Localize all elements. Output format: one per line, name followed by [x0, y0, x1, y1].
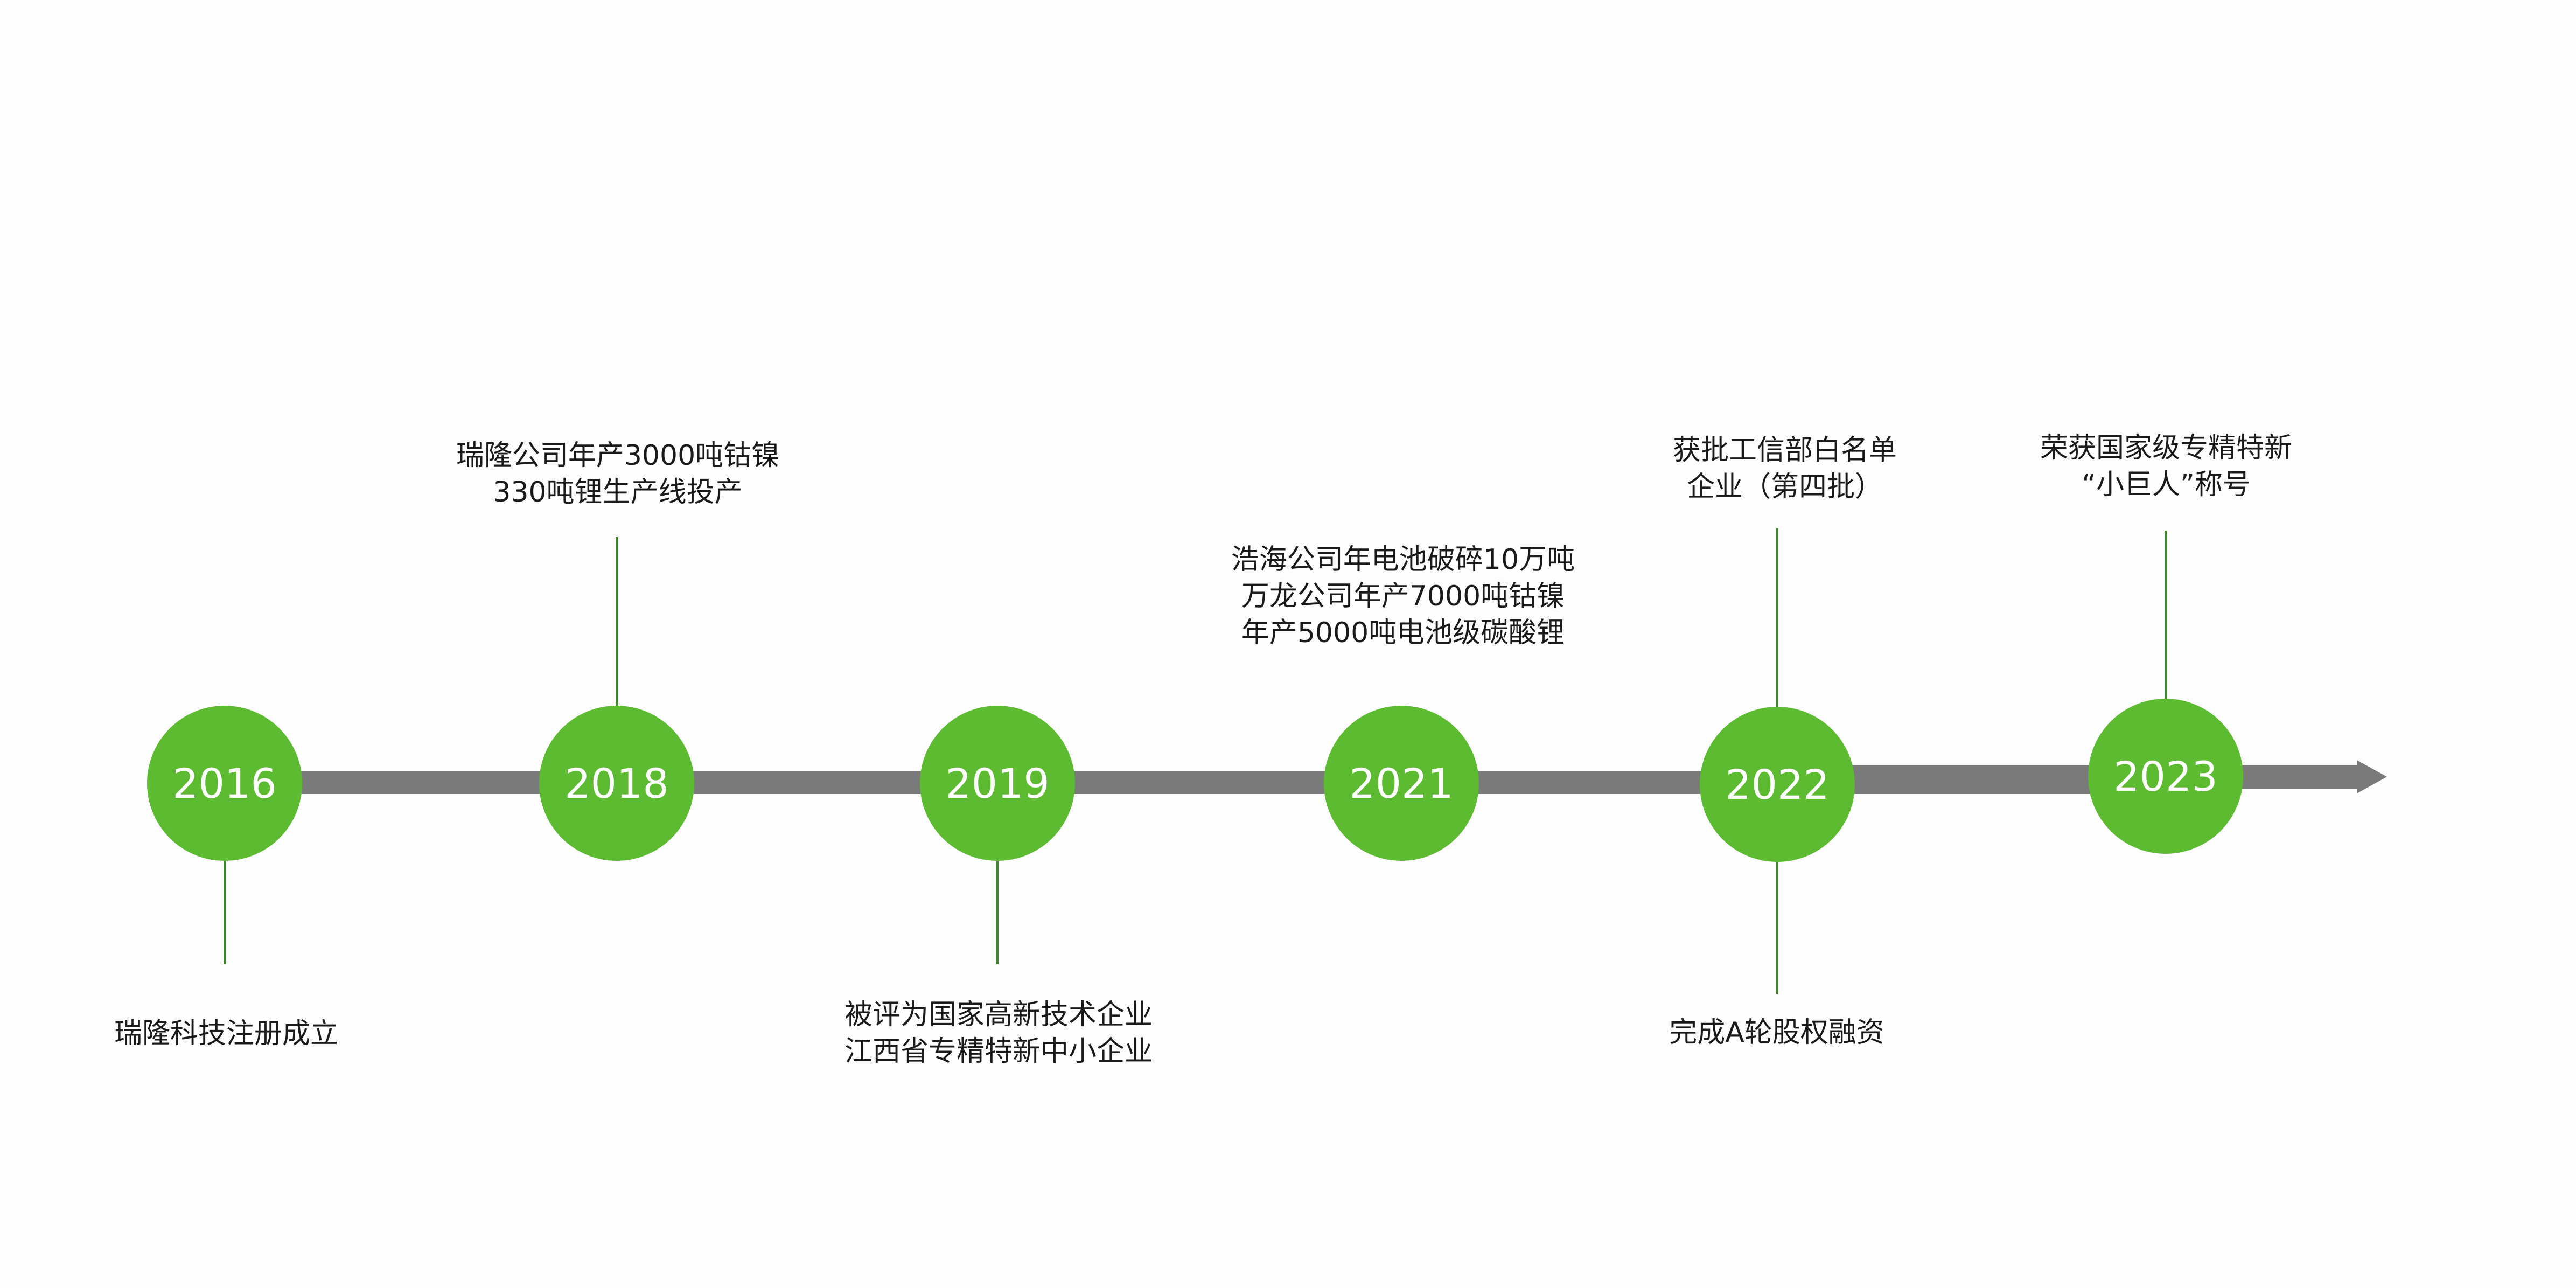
milestone-line: 万龙公司年产7000吨钴镍 [1241, 580, 1565, 612]
year-label-2018: 2018 [564, 759, 669, 807]
stem-2022-above [1776, 528, 1778, 707]
milestone-text-2021: 浩海公司年电池破碎10万吨 万龙公司年产7000吨钴镍 年产5000吨电池级碳酸… [1188, 541, 1618, 651]
year-label-2022: 2022 [1725, 760, 1830, 809]
stem-2016 [224, 857, 226, 964]
stem-2019 [996, 857, 999, 964]
year-node-2021: 2021 [1324, 706, 1479, 861]
milestone-line: 企业（第四批） [1686, 471, 1883, 503]
milestone-text-2022-above: 获批工信部白名单 企业（第四批） [1569, 432, 2000, 505]
year-label-2021: 2021 [1349, 759, 1454, 807]
milestone-line: 330吨锂生产线投产 [493, 476, 743, 509]
milestone-line: 瑞隆公司年产3000吨钴镍 [456, 440, 780, 472]
milestone-line: 瑞隆科技注册成立 [114, 1018, 338, 1050]
milestone-text-2019: 被评为国家高新技术企业 江西省专精特新中小企业 [783, 997, 1214, 1070]
milestone-line: 年产5000吨电池级碳酸锂 [1241, 617, 1565, 649]
year-node-2023: 2023 [2088, 699, 2243, 854]
milestone-line: 获批工信部白名单 [1672, 434, 1897, 467]
milestone-text-2022-below: 完成A轮股权融资 [1561, 1014, 1992, 1051]
arrow-head-icon [2357, 760, 2387, 793]
milestone-line: 江西省专精特新中小企业 [844, 1035, 1153, 1068]
milestone-line: 荣获国家级专精特新 [2040, 432, 2292, 464]
stem-2022-below [1776, 857, 1778, 994]
year-label-2016: 2016 [172, 759, 277, 807]
year-node-2019: 2019 [920, 706, 1075, 861]
year-node-2016: 2016 [147, 706, 302, 861]
year-label-2023: 2023 [2113, 752, 2218, 800]
milestone-line: 完成A轮股权融资 [1669, 1017, 1884, 1049]
milestone-text-2018: 瑞隆公司年产3000吨钴镍 330吨锂生产线投产 [402, 437, 833, 511]
milestone-line: “小巨人”称号 [2082, 469, 2251, 501]
stem-2018 [616, 537, 618, 707]
year-node-2018: 2018 [539, 706, 694, 861]
stem-2023 [2165, 531, 2167, 700]
milestone-line: 被评为国家高新技术企业 [844, 999, 1153, 1031]
year-label-2019: 2019 [945, 759, 1050, 807]
milestone-text-2023: 荣获国家级专精特新 “小巨人”称号 [1951, 430, 2382, 503]
milestone-text-2016: 瑞隆科技注册成立 [11, 1015, 442, 1052]
year-node-2022: 2022 [1700, 707, 1855, 862]
milestone-line: 浩海公司年电池破碎10万吨 [1231, 544, 1575, 576]
